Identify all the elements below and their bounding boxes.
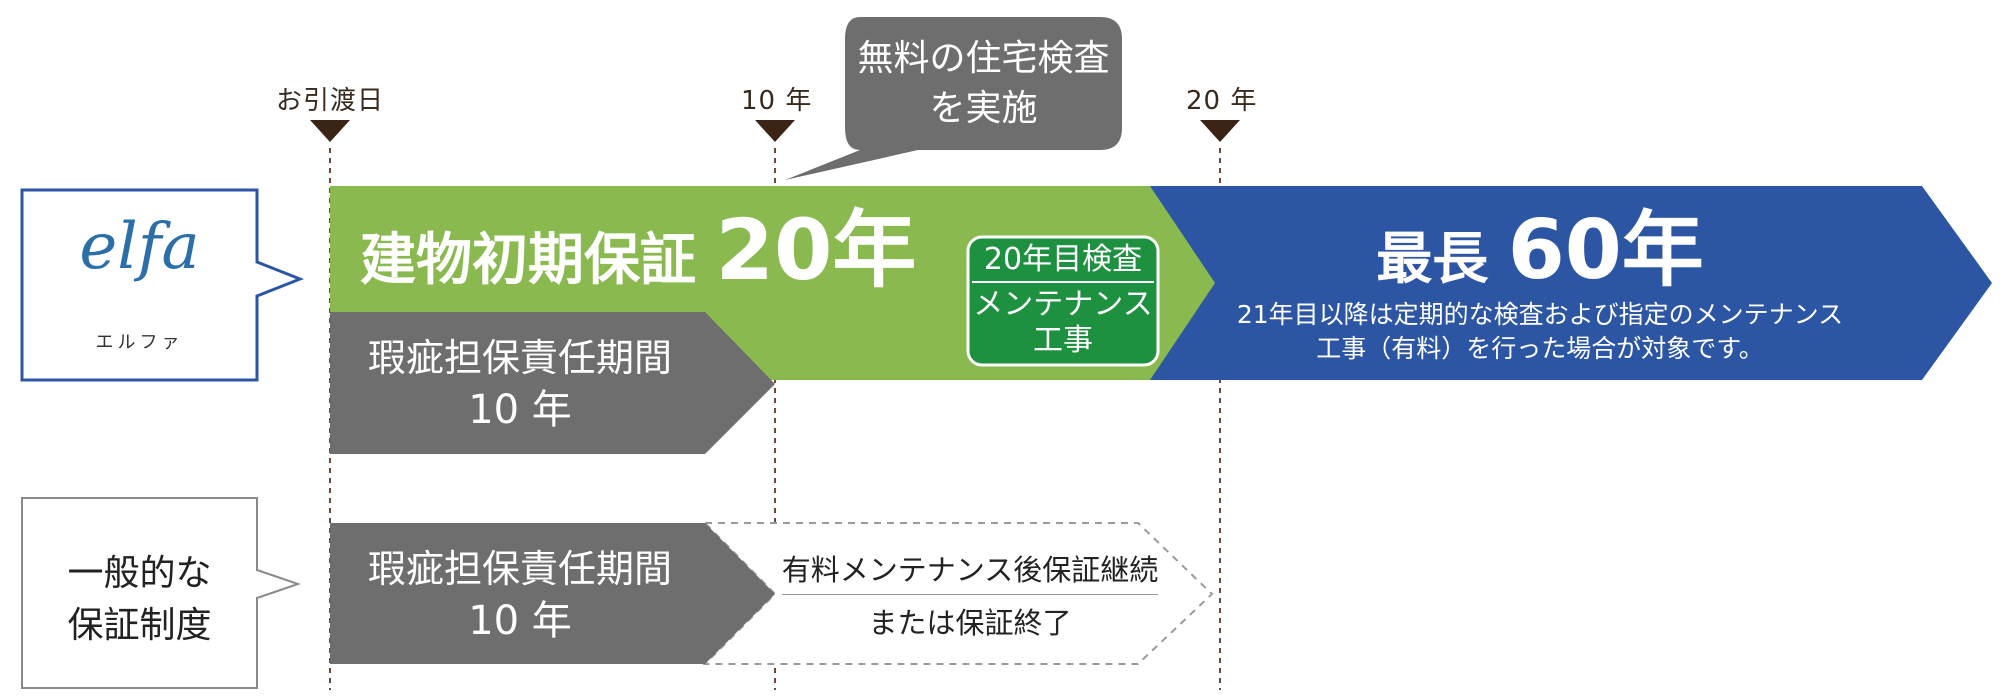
elfa-logo: elfa [22, 210, 257, 284]
timeline-10-label: 10 年 [741, 86, 813, 116]
elfa-logo-text: elfa [79, 210, 200, 284]
elfa-defect-line1: 瑕疵担保責任期間 [367, 336, 672, 380]
inspection-body: メンテナンス 工事 [968, 287, 1158, 359]
timeline-20-label: 20 年 [1186, 86, 1258, 116]
general-label-line2: 保証制度 [67, 605, 212, 646]
warranty-title-years: 20年 [715, 201, 917, 299]
max-60-arrow [1150, 186, 1992, 380]
general-label: 一般的な 保証制度 [22, 548, 257, 652]
warranty-title-main: 建物初期保証 [360, 228, 696, 293]
elfa-defect-line2: 10 年 [468, 387, 572, 433]
inspection-title: 20年目検査 [983, 242, 1143, 277]
max-title: 最長 60年 [1150, 208, 1930, 303]
timeline-start-label: お引渡日 [276, 86, 385, 116]
general-label-line1: 一般的な [67, 553, 212, 594]
max-title-main: 最長 [1376, 227, 1489, 292]
elfa-defect-arrow [330, 312, 775, 454]
callout-text: 無料の住宅検査 を実施 [845, 34, 1122, 134]
callout-line1: 無料の住宅検査 [857, 38, 1110, 79]
max-note: 21年目以降は定期的な検査および指定のメンテナンス 工事（有料）を行った場合が対… [1150, 298, 1930, 366]
inspection-body-line2: 工事 [1033, 323, 1093, 358]
max-note-line1: 21年目以降は定期的な検査および指定のメンテナンス [1236, 300, 1844, 329]
marker-start-icon [310, 120, 350, 142]
callout-line2: を実施 [929, 88, 1038, 129]
warranty-title: 建物初期保証 20年 [360, 206, 916, 305]
marker-20-icon [1200, 120, 1240, 142]
elfa-defect-text: 瑕疵担保責任期間 10 年 [340, 332, 700, 436]
general-option-line1: 有料メンテナンス後保証継続 [781, 548, 1159, 595]
general-defect-line2: 10 年 [468, 598, 572, 644]
inspection-badge [966, 235, 1160, 367]
elfa-box [20, 188, 305, 382]
general-defect-arrow [330, 523, 775, 664]
elfa-logo-kana: エルファ [95, 332, 184, 353]
callout-bubble [785, 17, 1122, 180]
general-defect-text: 瑕疵担保責任期間 10 年 [340, 543, 700, 647]
general-option-text: 有料メンテナンス後保証継続 または保証終了 [770, 548, 1170, 645]
general-box [21, 497, 302, 689]
general-option-arrow [702, 522, 1214, 665]
max-title-years: 60年 [1507, 203, 1704, 298]
marker-10-icon [755, 120, 795, 142]
general-defect-line1: 瑕疵担保責任期間 [367, 547, 672, 591]
max-note-line2: 工事（有料）を行った場合が対象です。 [1316, 334, 1764, 363]
inspection-body-line1: メンテナンス [973, 287, 1153, 322]
general-option-line2: または保証終了 [868, 606, 1072, 640]
